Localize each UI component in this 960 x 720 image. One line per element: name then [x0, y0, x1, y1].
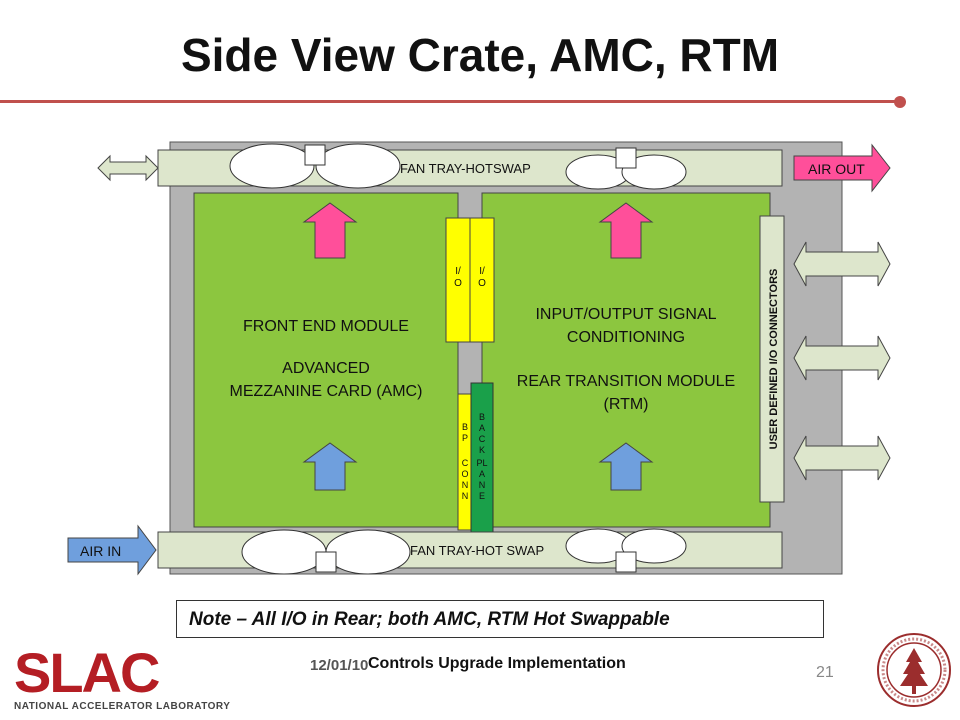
- airflow-up-arrow-pink: [302, 202, 358, 259]
- fan-tray-top-label: FAN TRAY-HOTSWAP: [400, 161, 531, 176]
- io-signal-label-line1: INPUT/OUTPUT SIGNAL: [535, 306, 716, 323]
- svg-text:N: N: [462, 491, 469, 501]
- left-double-arrow: [97, 154, 159, 182]
- fan-icon: [229, 143, 401, 189]
- user-io-double-arrow: [793, 241, 891, 287]
- slac-logo-text: SLAC: [14, 644, 159, 700]
- fan-icon: [565, 528, 687, 573]
- title-divider-dot: [894, 96, 906, 108]
- io-connector-rear-label: I/: [479, 266, 485, 277]
- air-in-arrow: AIR IN: [67, 524, 157, 576]
- slac-logo: SLAC: [14, 644, 161, 700]
- rtm-label-line1: REAR TRANSITION MODULE: [517, 373, 735, 390]
- user-io-connectors-label: USER DEFINED I/O CONNECTORS: [768, 269, 780, 450]
- backplane-label: B A C K PL A N E: [476, 412, 487, 501]
- io-connector-front-label: I/: [455, 266, 461, 277]
- air-out-arrow: AIR OUT: [793, 143, 891, 193]
- page-title: Side View Crate, AMC, RTM: [180, 29, 780, 81]
- front-end-module-label: FRONT END MODULE: [243, 318, 409, 335]
- bp-connector-label: B P C O N N: [461, 422, 468, 501]
- user-io-double-arrow: [793, 335, 891, 381]
- airflow-up-arrow-blue: [598, 442, 654, 491]
- airflow-up-arrow-pink: [598, 202, 654, 259]
- svg-text:C: C: [479, 434, 486, 444]
- user-io-double-arrow: [793, 435, 891, 481]
- io-connector-rear: [469, 217, 495, 343]
- air-in-label: AIR IN: [80, 543, 121, 559]
- io-connector-front-label: O: [454, 278, 462, 289]
- svg-text:B: B: [479, 412, 485, 422]
- footer-date: 12/01/10: [310, 657, 369, 674]
- footer-title: Controls Upgrade Implementation: [368, 655, 626, 672]
- amc-label-line1: ADVANCED: [282, 360, 370, 377]
- svg-text:C: C: [462, 458, 469, 468]
- fan-icon: [241, 529, 411, 575]
- svg-text:E: E: [479, 491, 485, 501]
- title-divider: [0, 100, 902, 103]
- rtm-label-line2: (RTM): [603, 396, 648, 413]
- slac-logo-subtitle: NATIONAL ACCELERATOR LABORATORY: [14, 701, 231, 712]
- svg-text:N: N: [462, 480, 469, 490]
- svg-text:K: K: [479, 445, 485, 455]
- fan-tray-bottom-label: FAN TRAY-HOT SWAP: [410, 543, 544, 558]
- svg-text:P: P: [462, 433, 468, 443]
- svg-text:A: A: [479, 469, 485, 479]
- svg-text:A: A: [479, 423, 485, 433]
- svg-text:O: O: [461, 469, 468, 479]
- fan-icon: [565, 147, 687, 190]
- stanford-seal-icon: [877, 633, 951, 707]
- page-number: 21: [816, 664, 834, 681]
- io-signal-label-line2: CONDITIONING: [567, 329, 685, 346]
- airflow-up-arrow-blue: [302, 442, 358, 491]
- user-io-connectors-strip: [759, 215, 785, 503]
- svg-text:N: N: [479, 480, 486, 490]
- note-box: Note – All I/O in Rear; both AMC, RTM Ho…: [176, 600, 824, 638]
- air-out-label: AIR OUT: [808, 161, 865, 177]
- svg-text:PL: PL: [476, 458, 487, 468]
- amc-label-line2: MEZZANINE CARD (AMC): [230, 383, 423, 400]
- svg-text:B: B: [462, 422, 468, 432]
- io-connector-rear-label: O: [478, 278, 486, 289]
